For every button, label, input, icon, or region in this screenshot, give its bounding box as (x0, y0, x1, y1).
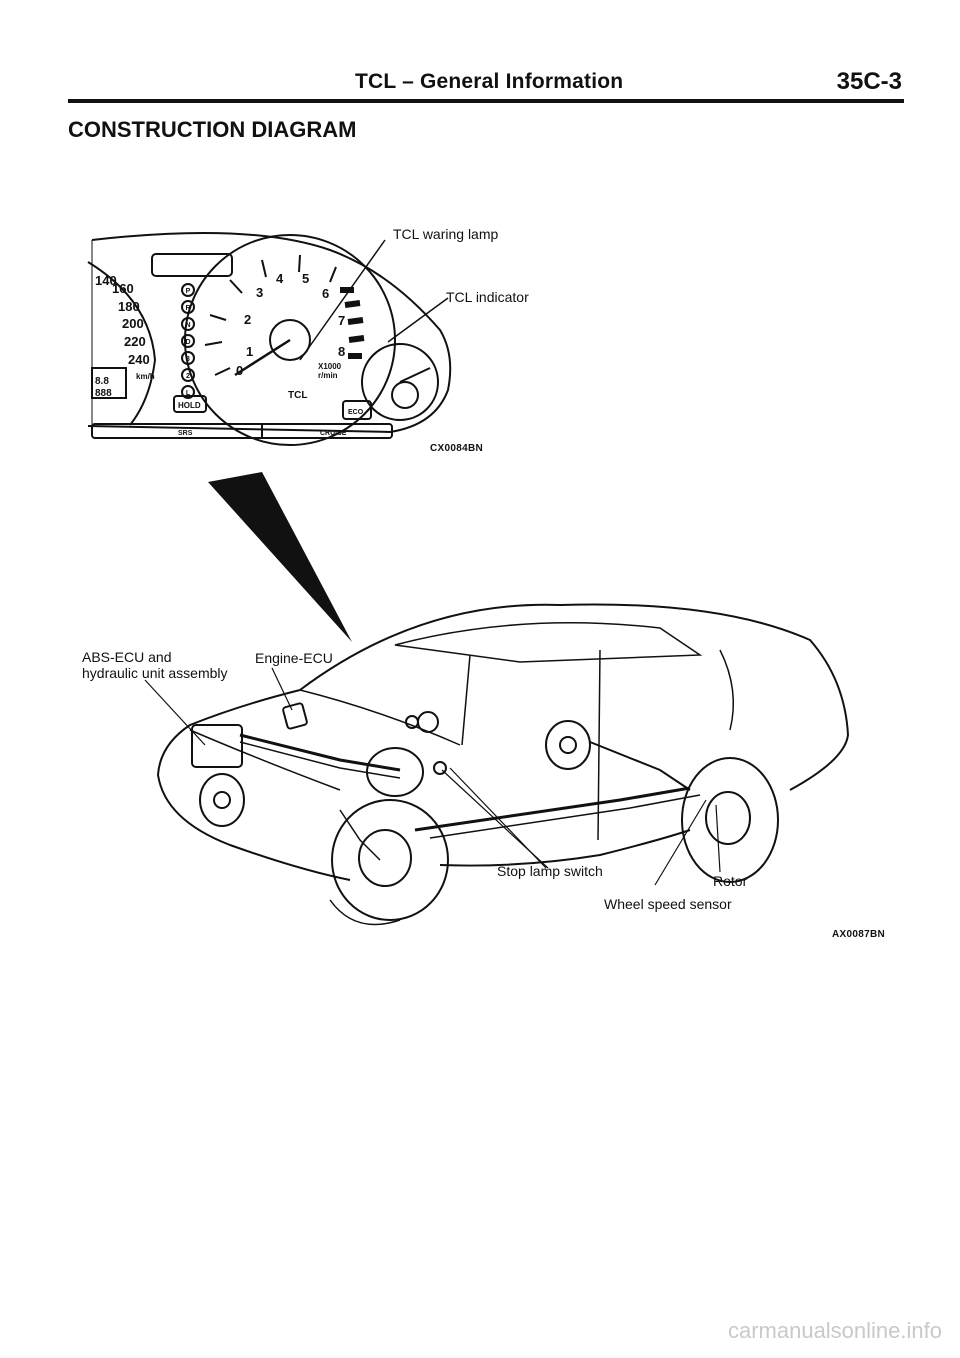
gear-letter: 3 (186, 356, 190, 363)
tach-tick-label: 8 (338, 344, 345, 359)
speedo-tick-label: 180 (118, 299, 140, 314)
tach-tick-label: 2 (244, 312, 251, 327)
srs-indicator-text: SRS (178, 430, 193, 437)
cluster-figure-code: CX0084BN (430, 443, 483, 454)
speedo-tick-label: 140 (95, 273, 117, 288)
gear-letter: R (185, 305, 190, 312)
rotor-label: Rotor (713, 873, 748, 889)
tach-tick-label: 3 (256, 285, 263, 300)
tach-unit-label: r/min (318, 371, 338, 380)
tach-tick-label: 1 (246, 344, 253, 359)
tcl-indicator-label: TCL indicator (446, 289, 529, 305)
speedo-tick-label: 220 (124, 334, 146, 349)
tcl-warning-lamp-label: TCL waring lamp (393, 226, 499, 242)
gear-letter: P (186, 288, 191, 295)
speedo-tick-label: 240 (128, 352, 150, 367)
page-number: 35C-3 (836, 68, 902, 95)
engine-ecu-label: Engine-ECU (255, 650, 333, 666)
abs-ecu-label: ABS-ECU and hydraulic unit assembly (82, 649, 228, 681)
tach-unit-label: X1000 (318, 362, 342, 371)
gear-letter: D (185, 339, 190, 346)
speedo-tick-label: 200 (122, 316, 144, 331)
gear-letter: L (186, 390, 191, 397)
watermark: carmanualsonline.info (727, 1318, 942, 1343)
tach-tick-label: 4 (276, 271, 284, 286)
speed-unit-label: km/h (136, 372, 155, 381)
hold-indicator-text: HOLD (178, 401, 201, 410)
tach-tick-label: 6 (322, 286, 329, 301)
odometer-text: 888 (95, 388, 112, 399)
stop-lamp-switch-label: Stop lamp switch (497, 863, 603, 879)
car-figure-code: AX0087BN (832, 929, 885, 940)
tach-tick-label: 0 (236, 363, 243, 378)
eco-indicator-text: ECO (348, 409, 364, 416)
gear-letter: 2 (186, 373, 190, 380)
header-rule (68, 99, 904, 103)
tcl-indicator-text: TCL (288, 390, 307, 401)
wheel-speed-sensor-label: Wheel speed sensor (604, 896, 732, 912)
odometer-text: 8.8 (95, 376, 109, 387)
gear-letter: N (185, 322, 190, 329)
page-header-title: TCL – General Information (355, 70, 624, 93)
speedo-tick-label: 160 (112, 281, 134, 296)
cruise-indicator-text: CRUISE (320, 430, 347, 437)
tach-tick-label: 7 (338, 313, 345, 328)
tach-tick-label: 5 (302, 271, 309, 286)
section-title: CONSTRUCTION DIAGRAM (68, 117, 357, 142)
